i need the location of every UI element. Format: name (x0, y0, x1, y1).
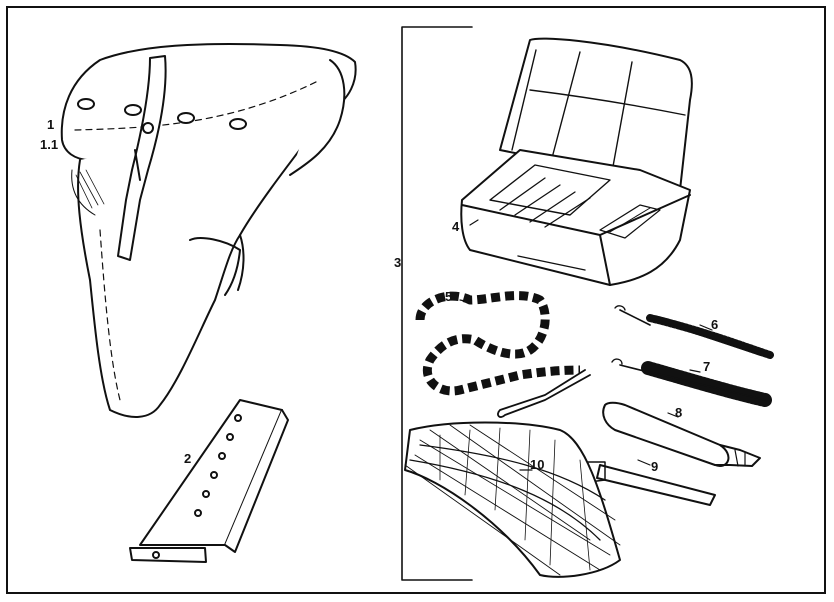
callout-1-1: 1.1 (40, 137, 59, 152)
group-bracket (401, 26, 473, 581)
brush-6-drawing (614, 305, 774, 359)
figure-frame (6, 6, 826, 594)
callout-5: 5 (445, 289, 453, 304)
tow-bundle-drawing (404, 421, 621, 578)
callout-6: 6 (711, 317, 719, 332)
callout-4: 4 (452, 219, 460, 234)
brush-7-drawing (611, 358, 772, 407)
cleaning-box-drawing (460, 37, 693, 286)
callout-2: 2 (184, 451, 192, 466)
holster-drawing (60, 42, 357, 418)
oil-tube-drawing (602, 401, 761, 467)
magazine-drawing (129, 399, 289, 563)
callout-9: 9 (651, 459, 659, 474)
callout-3: 3 (394, 255, 402, 270)
callout-1: 1 (47, 117, 55, 132)
callout-7: 7 (703, 359, 711, 374)
chain-drawing (415, 291, 591, 418)
callout-8: 8 (675, 405, 683, 420)
callout-10: 10 (530, 457, 545, 472)
